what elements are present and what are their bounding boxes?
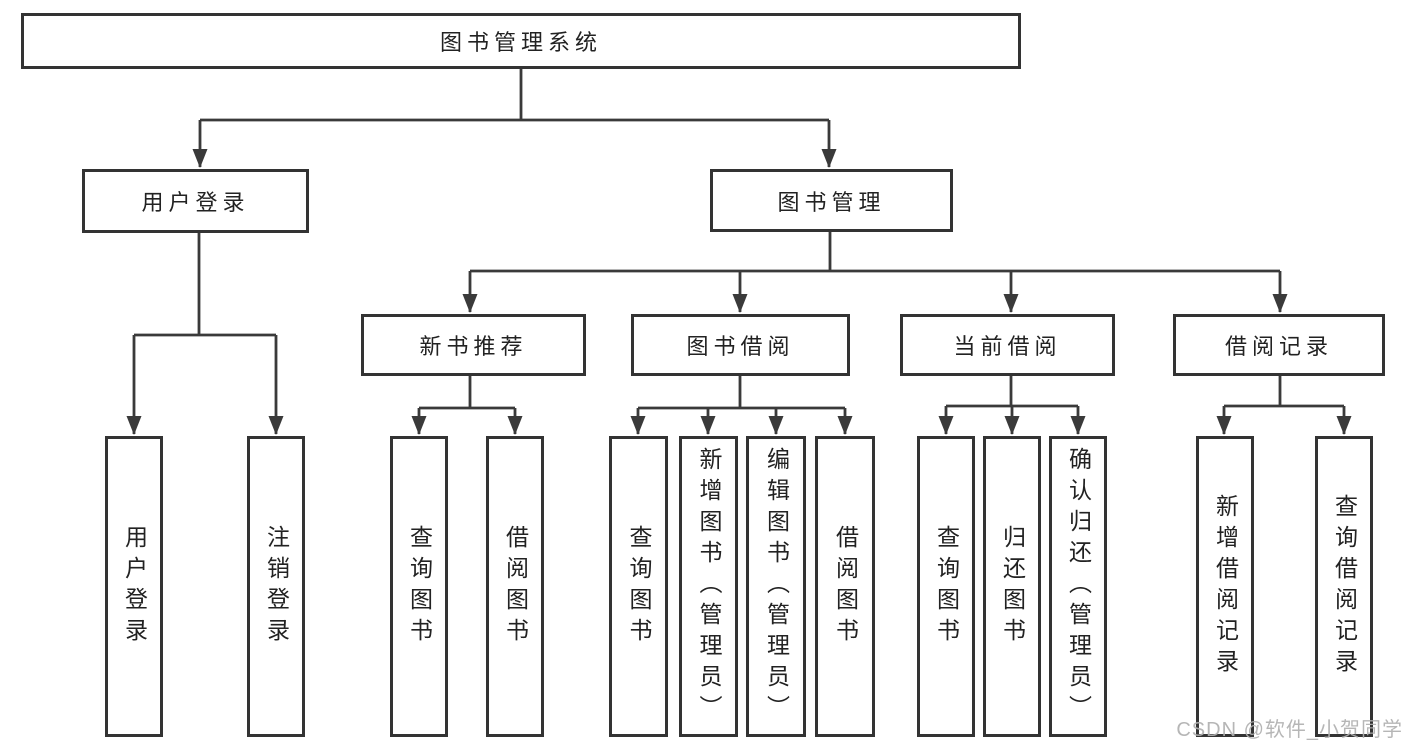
leaf-borrow-books-label: 借阅图书 [832, 524, 859, 649]
leaf-user-login-label: 用户登录 [121, 524, 148, 649]
leaf-query-borrow-record: 查询借阅记录 [1315, 436, 1373, 737]
leaf-add-borrow-record-label: 新增借阅记录 [1212, 493, 1239, 680]
leaf-query-books-recommend: 查询图书 [390, 436, 448, 737]
leaf-logout-login: 注销登录 [247, 436, 305, 737]
node-book-management-label: 图书管理 [777, 189, 886, 215]
node-root: 图书管理系统 [21, 13, 1021, 69]
leaf-borrow-books: 借阅图书 [815, 436, 875, 737]
leaf-return-books-label: 归还图书 [999, 524, 1026, 649]
leaf-query-books-borrow: 查询图书 [609, 436, 668, 737]
node-book-management: 图书管理 [710, 169, 953, 232]
leaf-add-borrow-record: 新增借阅记录 [1196, 436, 1254, 737]
node-user-login: 用户登录 [82, 169, 309, 233]
leaf-query-books-borrow-label: 查询图书 [626, 524, 652, 649]
node-book-borrow-label: 图书借阅 [686, 334, 795, 359]
node-new-book-recommend: 新书推荐 [361, 314, 586, 376]
node-root-label: 图书管理系统 [439, 30, 602, 55]
node-current-borrow: 当前借阅 [900, 314, 1115, 376]
leaf-query-books-recommend-label: 查询图书 [406, 524, 433, 649]
leaf-borrow-books-recommend: 借阅图书 [486, 436, 544, 737]
leaf-borrow-books-recommend-label: 借阅图书 [502, 524, 529, 649]
leaf-query-books-current: 查询图书 [917, 436, 975, 737]
leaf-add-books-admin: 新增图书（管理员） [679, 436, 738, 737]
node-borrow-records-label: 借阅记录 [1224, 334, 1333, 359]
node-book-borrow: 图书借阅 [631, 314, 850, 376]
leaf-edit-books-admin-label: 编辑图书（管理员） [763, 447, 790, 726]
leaf-query-borrow-record-label: 查询借阅记录 [1331, 493, 1358, 680]
node-new-book-recommend-label: 新书推荐 [419, 334, 528, 359]
leaf-edit-books-admin: 编辑图书（管理员） [746, 436, 806, 737]
leaf-confirm-return-admin-label: 确认归还（管理员） [1065, 447, 1092, 726]
node-user-login-label: 用户登录 [141, 190, 250, 215]
leaf-return-books: 归还图书 [983, 436, 1041, 737]
leaf-logout-login-label: 注销登录 [263, 524, 290, 649]
leaf-query-books-current-label: 查询图书 [933, 524, 960, 649]
node-current-borrow-label: 当前借阅 [953, 334, 1062, 359]
leaf-add-books-admin-label: 新增图书（管理员） [696, 447, 722, 726]
leaf-confirm-return-admin: 确认归还（管理员） [1049, 436, 1107, 737]
leaf-user-login: 用户登录 [105, 436, 163, 737]
csdn-watermark: CSDN @软件_小贺同学 [1176, 719, 1403, 741]
node-borrow-records: 借阅记录 [1173, 314, 1385, 376]
